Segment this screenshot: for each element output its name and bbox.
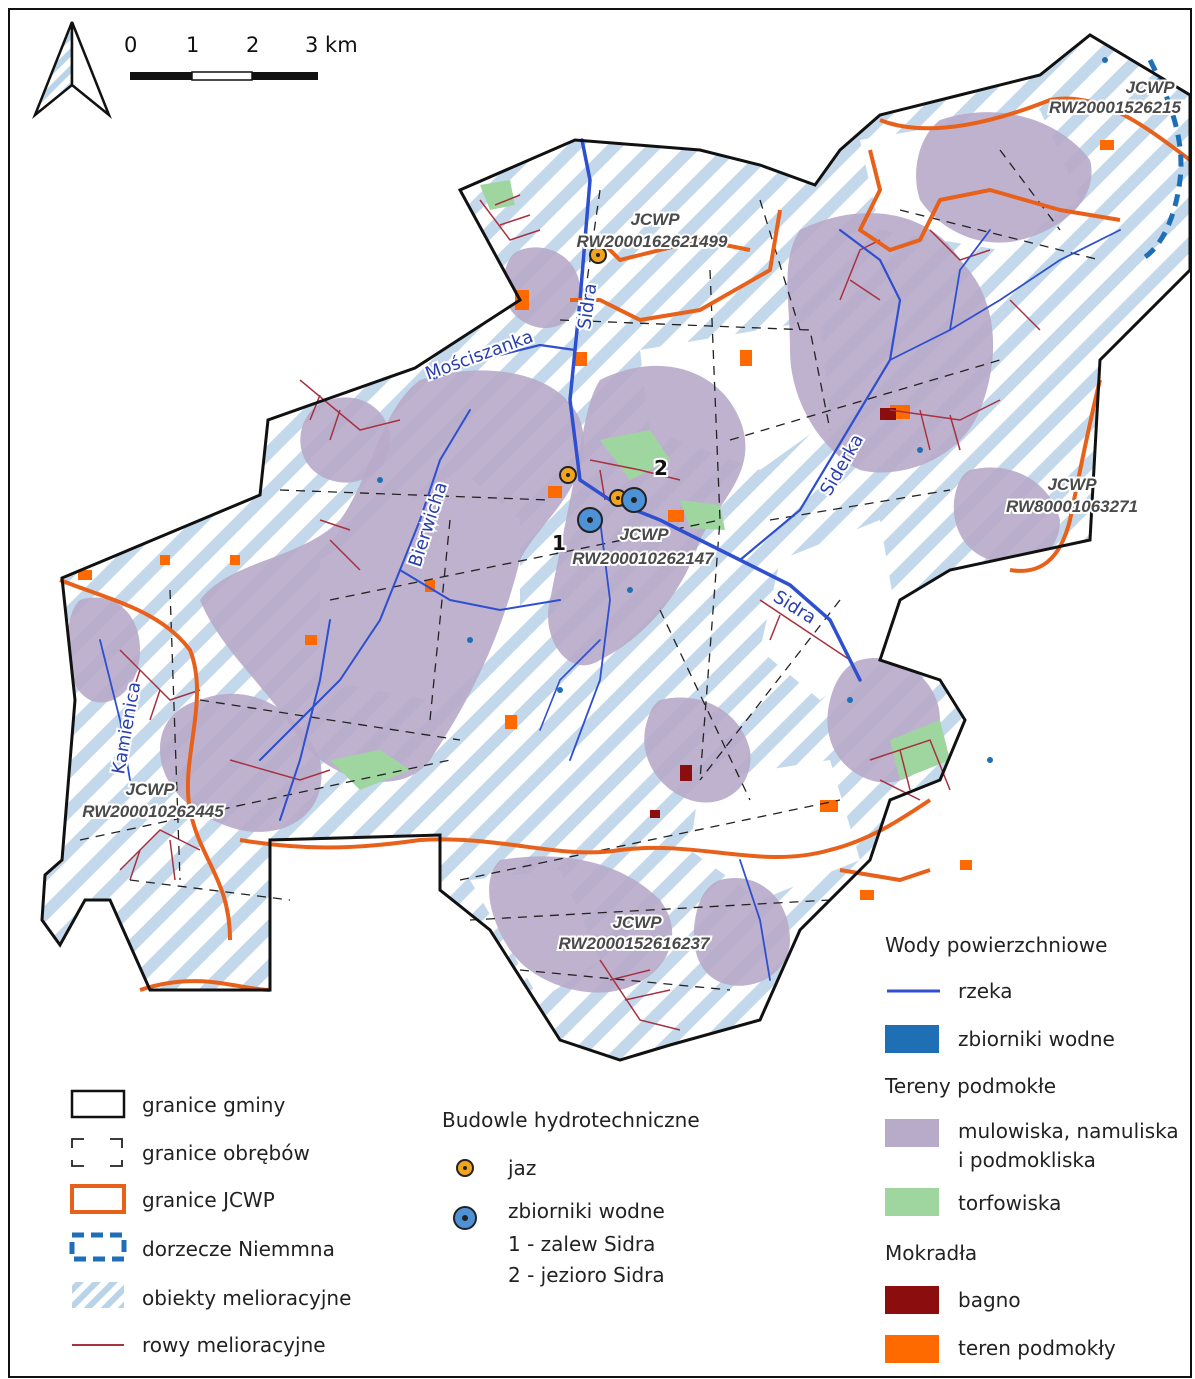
jaz-marker[interactable] <box>589 246 607 264</box>
legend-label-gmina: granice gminy <box>142 1093 285 1117</box>
legend-label-wet-area: teren podmokły <box>958 1336 1116 1360</box>
jcwp-label-north: JCWP RW2000162621499 <box>575 208 730 253</box>
legend-swatch-peat <box>885 1188 939 1216</box>
gmina-boundary <box>40 33 1192 1062</box>
legend-label-reservoirs: zbiorniki wodne <box>508 1199 665 1223</box>
scale-bar: 0 1 2 3 km <box>124 33 358 81</box>
legend-swatch-obreby <box>71 1138 123 1167</box>
legend-label-obreby: granice obrębów <box>142 1141 310 1165</box>
legend-right: Wody powierzchniowe rzeka zbiorniki wodn… <box>884 933 1179 1363</box>
legend-swatch-jcwp <box>70 1184 126 1214</box>
legend-title-wetlands: Tereny podmokłe <box>884 1074 1056 1098</box>
svg-text:JCWP: JCWP <box>125 780 175 799</box>
jcwp-boundaries <box>59 96 1192 992</box>
jcwp-label-ne: JCWP RW20001526215 <box>1047 76 1184 119</box>
legend-label-reservoir-1: 1 - zalew Sidra <box>508 1232 655 1256</box>
legend-swatch-gmina <box>70 1089 126 1119</box>
water-bodies-layer <box>377 57 1108 943</box>
legend-label-water-bodies: zbiorniki wodne <box>958 1027 1115 1051</box>
jcwp-label-south: JCWP RW2000152616237 <box>557 911 713 955</box>
legend-label-reservoir-2: 2 - jezioro Sidra <box>508 1263 665 1287</box>
reservoir-number: 1 <box>552 531 566 555</box>
svg-text:RW80001063271: RW80001063271 <box>1006 497 1138 516</box>
legend-label-melioration: obiekty melioracyjne <box>142 1286 351 1310</box>
svg-text:RW200010262445: RW200010262445 <box>82 802 224 821</box>
legend-label-jcwp: granice JCWP <box>142 1188 275 1212</box>
svg-text:RW2000162621499: RW2000162621499 <box>577 232 728 251</box>
peat-layer <box>330 180 950 790</box>
wet-area-layer <box>78 140 1114 900</box>
jcwp-label-east: JCWP RW80001063271 <box>1004 473 1140 518</box>
jaz-marker[interactable] <box>559 466 577 484</box>
legend-title-hydro: Budowle hydrotechniczne <box>442 1108 700 1132</box>
legend-label-niemen: dorzecze Niemmna <box>142 1237 335 1261</box>
legend-title-mokradla: Mokradła <box>885 1241 977 1265</box>
legend-swatch-mud <box>885 1119 939 1147</box>
legend-jaz-icon <box>456 1159 474 1177</box>
legend-swatch-wet-area <box>885 1335 939 1363</box>
legend-swatch-water-bodies <box>885 1025 939 1053</box>
legend-label-mud-2: i podmokliska <box>958 1148 1096 1172</box>
north-arrow-icon <box>32 21 112 119</box>
river-layer <box>99 138 1121 981</box>
reservoir-markers <box>577 487 647 533</box>
scale-tick: 2 <box>246 33 259 57</box>
svg-text:RW20001526215: RW20001526215 <box>1049 98 1182 117</box>
legend-reservoir-icon <box>453 1206 477 1230</box>
legend-label-river: rzeka <box>958 979 1013 1003</box>
niemen-basin-border <box>1138 58 1184 263</box>
legend-label-swamp: bagno <box>958 1288 1021 1312</box>
legend-label-ditches: rowy melioracyjne <box>142 1333 326 1357</box>
legend-label-mud-1: mulowiska, namuliska <box>958 1119 1179 1143</box>
svg-text:JCWP: JCWP <box>1047 475 1097 494</box>
legend-label-jaz: jaz <box>507 1156 536 1180</box>
legend-title-surface-water: Wody powierzchniowe <box>885 933 1107 957</box>
jaz-markers <box>559 246 627 507</box>
legend-swatch-melioration <box>72 1282 124 1308</box>
reservoir-number: 2 <box>654 456 668 480</box>
svg-text:RW2000152616237: RW2000152616237 <box>559 934 711 953</box>
legend-middle: Budowle hydrotechniczne jaz zbiorniki wo… <box>442 1108 700 1287</box>
legend-left: granice gminy granice obrębów granice JC… <box>69 1089 351 1357</box>
svg-text:JCWP: JCWP <box>630 210 680 229</box>
jcwp-label-center: JCWP RW200010262147 <box>570 523 717 570</box>
reservoir-marker-zalew-sidra[interactable] <box>577 507 603 533</box>
legend-swatch-niemen <box>69 1232 127 1262</box>
scale-tick: 1 <box>186 33 199 57</box>
precinct-boundaries <box>79 149 1101 991</box>
svg-text:JCWP: JCWP <box>619 525 669 544</box>
legend-label-peat: torfowiska <box>958 1191 1061 1215</box>
jcwp-label-west: JCWP RW200010262445 <box>80 778 226 823</box>
reservoir-marker-jezioro-sidra[interactable] <box>621 487 647 513</box>
scale-tick: 3 km <box>305 33 358 57</box>
scale-tick: 0 <box>124 33 137 57</box>
svg-text:RW200010262147: RW200010262147 <box>572 549 715 568</box>
legend-swatch-swamp <box>885 1286 939 1314</box>
svg-text:JCWP: JCWP <box>612 913 662 932</box>
svg-text:JCWP: JCWP <box>1125 78 1175 97</box>
